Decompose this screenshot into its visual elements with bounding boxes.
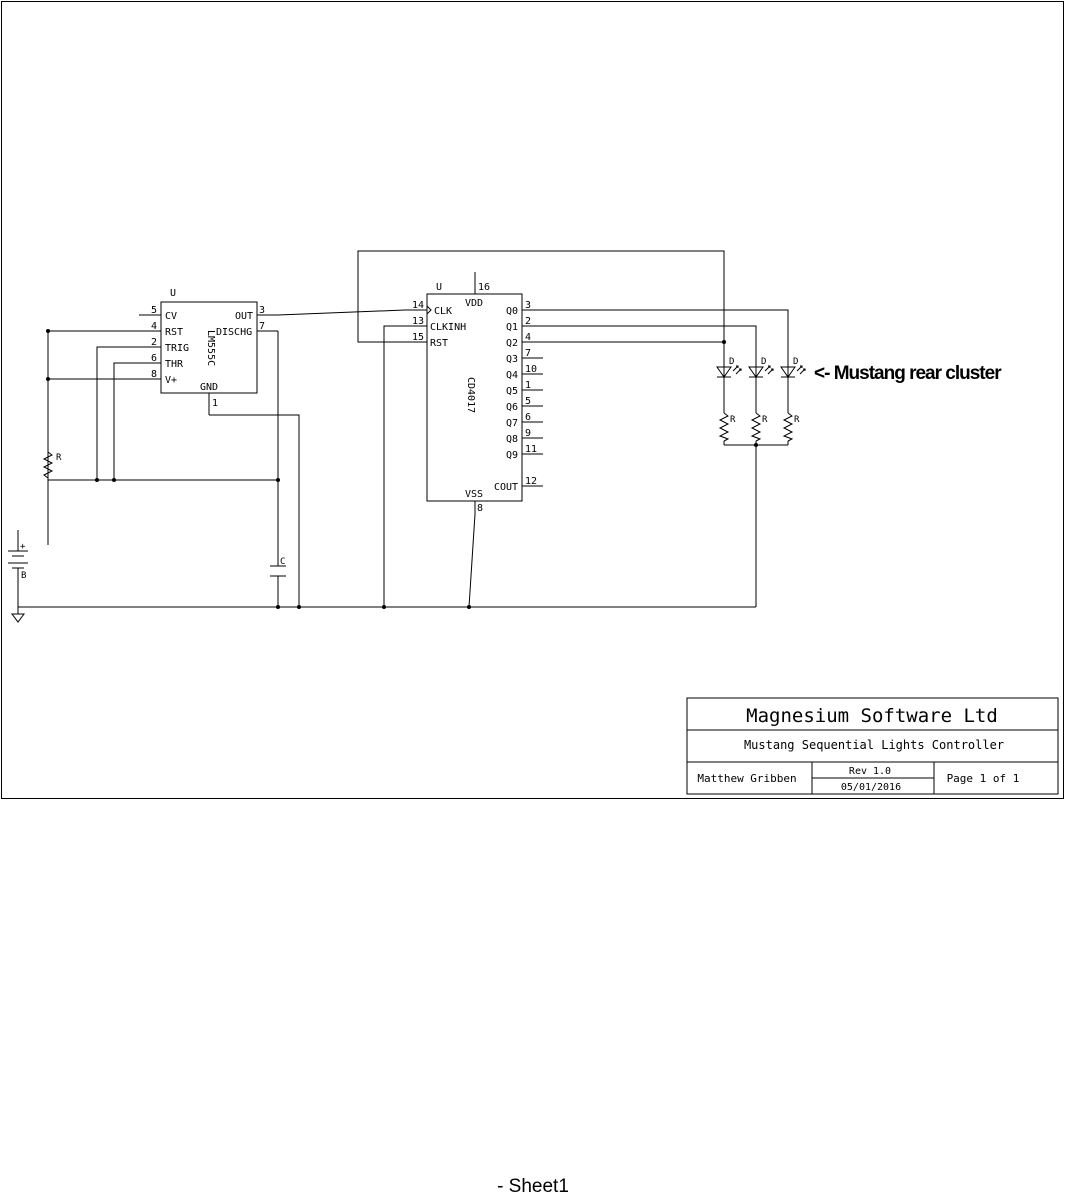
- q-pin-name-6: Q6: [506, 402, 518, 413]
- ic-cd4017-pin-clk-name: CLK: [434, 306, 452, 317]
- q-pin-num-8: 9: [525, 428, 531, 439]
- title-company: Magnesium Software Ltd: [746, 705, 998, 727]
- ic-555-pin-vplus-num: 8: [151, 369, 157, 380]
- resistor-timing: R: [42, 451, 62, 479]
- battery-plus-label: +: [20, 542, 26, 552]
- sheet-footer: - Sheet1: [497, 1176, 569, 1197]
- capacitor-timing: C: [270, 557, 286, 577]
- ic-555-pin-rst-name: RST: [165, 327, 183, 338]
- led-label-1: D: [729, 357, 734, 367]
- clk-edge-symbol: [426, 305, 432, 315]
- ic-cd4017-pin-rst-name: RST: [430, 338, 448, 349]
- q-pin-name-0: Q0: [506, 306, 518, 317]
- title-date: 05/01/2016: [841, 782, 901, 793]
- q-pin-num-9: 11: [525, 444, 537, 455]
- q-pin-name-9: Q9: [506, 450, 518, 461]
- ic-555-pin-dischg-name: DISCHG: [216, 327, 252, 338]
- ic-555-part: LM555C: [205, 330, 216, 366]
- ic-555-pin-cv-num: 5: [151, 305, 157, 316]
- ic-555-pin-out-name: OUT: [235, 311, 253, 322]
- q-pin-name-7: Q7: [506, 418, 518, 429]
- led-resistor-1: R: [718, 412, 736, 442]
- resistor-timing-label: R: [56, 453, 62, 463]
- led-2: D: [748, 357, 774, 381]
- ic-cd4017-pin-clkinh-num: 13: [412, 316, 424, 327]
- ic-cd4017-counter: U CD4017 16 VDD 14 13 15 CLK CLKINH RST …: [405, 272, 543, 514]
- ic-cd4017-pin-clk-num: 14: [412, 300, 424, 311]
- led-resistor-label-1: R: [730, 415, 736, 425]
- ic-cd4017-pin-cout-name: COUT: [494, 482, 518, 493]
- ground-symbol: [11, 613, 25, 623]
- ic-555-pin-gnd-num: 1: [212, 398, 218, 409]
- led-resistor-3: R: [782, 412, 800, 442]
- q-pin-num-2: 4: [525, 332, 531, 343]
- title-project: Mustang Sequential Lights Controller: [744, 738, 1004, 752]
- ic-555-pin-vplus-name: V+: [165, 375, 177, 386]
- ic-555-pin-rst-num: 4: [151, 321, 157, 332]
- led-1: D: [716, 357, 742, 381]
- ic-555-pin-dischg-num: 7: [259, 321, 265, 332]
- ic-cd4017-pin-rst-num: 15: [412, 332, 424, 343]
- q-pin-num-0: 3: [525, 300, 531, 311]
- junction-dots: [46, 329, 758, 609]
- ic-cd4017-pin-clkinh-name: CLKINH: [430, 322, 466, 333]
- ic-555-pin-thr-num: 6: [151, 353, 157, 364]
- title-author: Matthew Gribben: [697, 772, 796, 785]
- ic-cd4017-pin-cout-num: 12: [525, 476, 537, 487]
- q-pin-num-7: 6: [525, 412, 531, 423]
- led-resistor-label-2: R: [762, 415, 768, 425]
- q-pin-name-5: Q5: [506, 386, 518, 397]
- q-pin-name-2: Q2: [506, 338, 518, 349]
- title-page: Page 1 of 1: [947, 772, 1020, 785]
- title-revision: Rev 1.0: [849, 766, 891, 777]
- led-3: D: [780, 357, 806, 381]
- battery-label: B: [21, 571, 26, 581]
- ic-555-pin-gnd-name: GND: [200, 382, 218, 393]
- q-pin-name-4: Q4: [506, 370, 518, 381]
- led-resistor-label-3: R: [794, 415, 800, 425]
- ic-cd4017-pin-vss-num: 8: [477, 503, 483, 514]
- q-pin-name-8: Q8: [506, 434, 518, 445]
- ic-555-ref: U: [170, 288, 176, 299]
- q-pin-num-3: 7: [525, 348, 531, 359]
- led-label-3: D: [793, 357, 798, 367]
- q-pin-num-6: 5: [525, 396, 531, 407]
- rear-cluster-annotation: <- Mustang rear cluster: [814, 363, 1002, 384]
- led-label-2: D: [761, 357, 766, 367]
- ic-cd4017-ref: U: [436, 282, 442, 293]
- q-pin-name-1: Q1: [506, 322, 518, 333]
- sheet-border: [1, 1, 1064, 799]
- ic-cd4017-pin-vdd-name: VDD: [465, 298, 483, 309]
- ic-555-pin-out-num: 3: [259, 305, 265, 316]
- led-array: D R D R D R: [716, 357, 806, 442]
- q-pin-num-5: 1: [525, 380, 531, 391]
- ic-555-pin-thr-name: THR: [165, 359, 184, 370]
- ic-555-pin-cv-name: CV: [165, 311, 177, 322]
- capacitor-label: C: [280, 557, 285, 567]
- ic-555-timer: U LM555C 5 4 2 6 8 CV RST TRIG THR V+ 3 …: [139, 288, 278, 415]
- ic-555-pin-trig-num: 2: [151, 337, 157, 348]
- battery: + B: [8, 542, 28, 581]
- q-pin-num-4: 10: [525, 364, 537, 375]
- ic-cd4017-pin-vdd-num: 16: [478, 282, 490, 293]
- ic-555-pin-trig-name: TRIG: [165, 343, 189, 354]
- q-pin-name-3: Q3: [506, 354, 518, 365]
- q-pin-num-1: 2: [525, 316, 531, 327]
- led-resistor-2: R: [750, 412, 768, 442]
- wires: [17, 250, 789, 614]
- title-block: Magnesium Software Ltd Mustang Sequentia…: [686, 697, 1059, 795]
- ic-cd4017-part: CD4017: [465, 377, 476, 413]
- ic-cd4017-pin-vss-name: VSS: [465, 489, 483, 500]
